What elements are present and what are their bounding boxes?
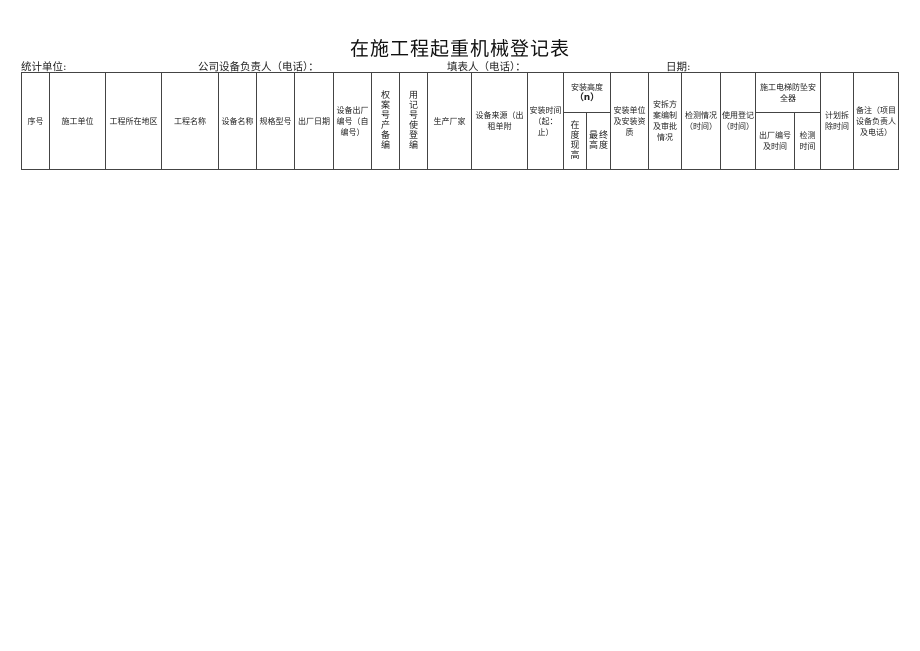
header-equipment-name: 设备名称 (218, 72, 257, 170)
registration-table: 序号 施工单位 工程所在地区 工程名称 设备名称 规格型号 出厂日期 设备出厂编… (21, 72, 899, 170)
header-equipment-source: 设备来源（出租单附 (471, 72, 528, 170)
header-property-record-no: 权案号产备编 (371, 72, 400, 170)
header-install-height-unit: （n） (574, 92, 600, 103)
page-title: 在施工程起重机械登记表 (349, 38, 570, 60)
header-max-height: 最高终度 (586, 112, 611, 170)
header-current-height: 在度现高 (563, 112, 587, 170)
header-property-record-no-text: 权案号产备编 (380, 91, 390, 151)
header-dismantle-plan: 安拆方案编制及审批情况 (648, 72, 682, 170)
header-install-time: 安装时间（起：止） (527, 72, 564, 170)
header-project-name: 工程名称 (161, 72, 219, 170)
header-usage-register-no: 用记号使登编 (399, 72, 428, 170)
date-label: 日期: (666, 61, 691, 73)
header-fall-protector: 施工电梯防坠安全器 (755, 72, 821, 113)
form-filler-label: 填表人（电话）： (447, 61, 526, 73)
header-usage-register-no-text: 用记号使登编 (408, 91, 418, 151)
header-manufacture-date: 出厂日期 (294, 72, 334, 170)
header-fall-factory-no: 出厂编号及时间 (755, 112, 795, 170)
header-fall-inspection-time: 检测时间 (794, 112, 821, 170)
header-install-company: 安装单位及安装资质 (610, 72, 649, 170)
header-manufacturer: 生产厂家 (427, 72, 472, 170)
header-current-height-text: 在度现高 (570, 121, 580, 161)
statistics-unit-label: 统计单位: (21, 61, 67, 73)
header-model: 规格型号 (256, 72, 295, 170)
company-manager-label: 公司设备负责人（电话）： (198, 61, 319, 73)
header-factory-number: 设备出厂编号（自编号） (333, 72, 372, 170)
header-max-height-b: 终度 (598, 131, 608, 151)
header-project-region: 工程所在地区 (105, 72, 162, 170)
header-install-height: 安装高度 （n） (563, 72, 611, 113)
header-remarks: 备注（项目设备负责人及电话） (853, 72, 899, 170)
header-max-height-a: 最高 (588, 131, 598, 151)
header-inspection: 检测情况（时间） (681, 72, 721, 170)
header-install-height-label: 安装高度 (571, 82, 603, 92)
header-usage-registration: 使用登记（时间） (720, 72, 756, 170)
header-construction-unit: 施工单位 (49, 72, 106, 170)
header-serial: 序号 (21, 72, 50, 170)
header-planned-dismantle: 计划拆除时间 (820, 72, 854, 170)
